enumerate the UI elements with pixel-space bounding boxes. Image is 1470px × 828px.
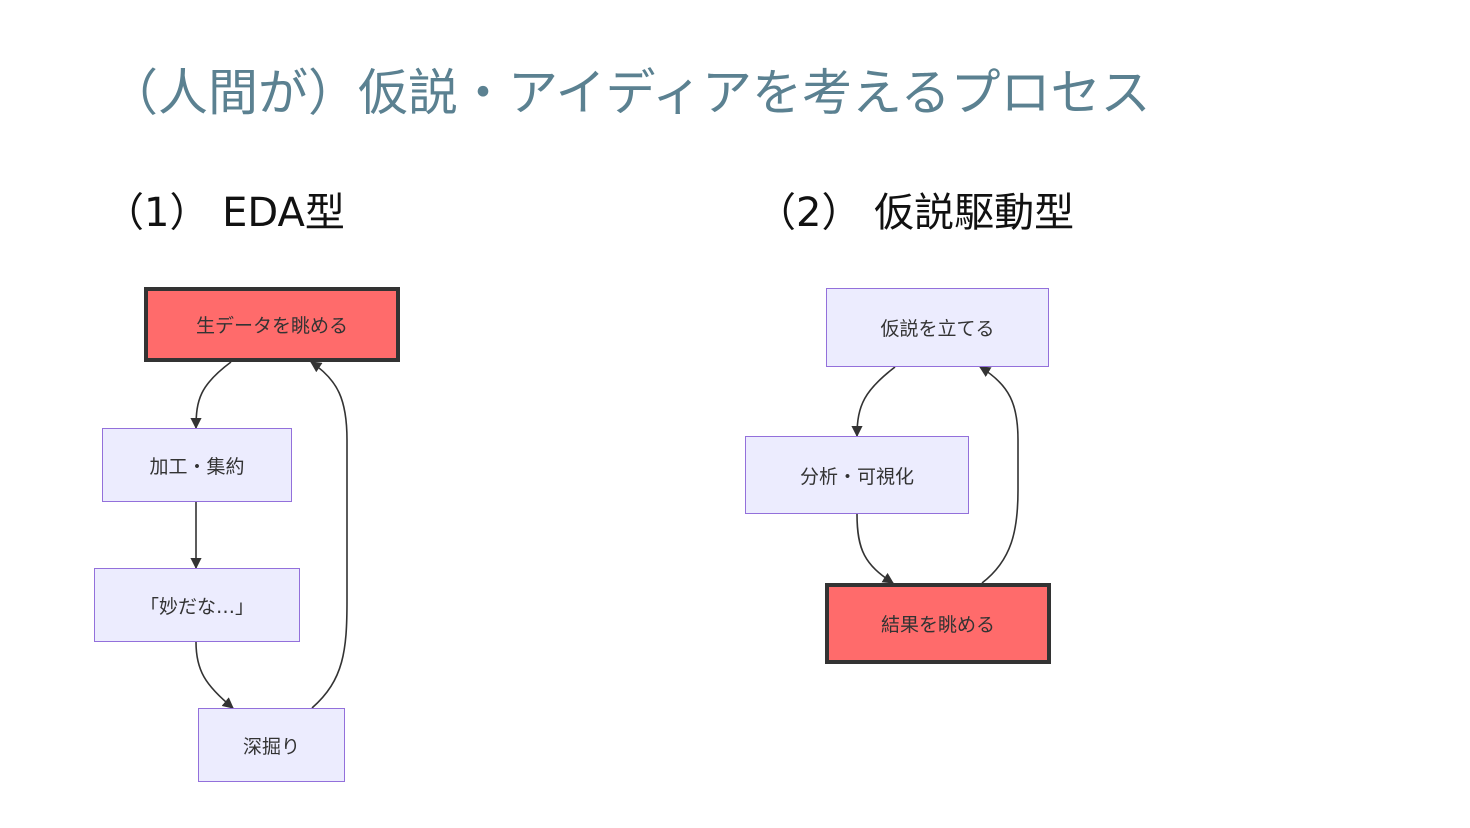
- section-heading-hypothesis: （2） 仮説駆動型: [756, 190, 1075, 236]
- node-process-aggregate: 加工・集約: [102, 428, 292, 502]
- node-label: 生データを眺める: [195, 315, 348, 337]
- edge-dig-to-raw: [310, 361, 348, 709]
- edge-raw-to-process: [190, 361, 232, 430]
- node-curious: 「妙だな…」: [94, 568, 300, 642]
- node-form-hypothesis: 仮説を立てる: [826, 288, 1049, 367]
- edge-curious-to-dig: [195, 641, 234, 709]
- node-view-raw-data: 生データを眺める: [144, 287, 400, 362]
- node-dig-deeper: 深掘り: [198, 708, 345, 782]
- edge-hypothesis-to-analysis: [851, 366, 896, 438]
- section-heading-eda: （1） EDA型: [104, 190, 345, 236]
- node-label: 深掘り: [242, 735, 300, 758]
- node-view-results: 結果を眺める: [825, 583, 1051, 664]
- node-label: 仮説を立てる: [880, 318, 995, 340]
- edge-analysis-to-result: [856, 513, 894, 584]
- node-label: 加工・集約: [149, 455, 245, 478]
- slide-title: （人間が）仮説・アイディアを考えるプロセス: [108, 64, 1151, 122]
- node-label: 結果を眺める: [880, 614, 995, 636]
- node-analysis-visualization: 分析・可視化: [745, 436, 969, 514]
- node-label: 「妙だな…」: [139, 595, 254, 618]
- node-label: 分析・可視化: [799, 465, 914, 488]
- edge-result-to-hypothesis: [979, 366, 1019, 584]
